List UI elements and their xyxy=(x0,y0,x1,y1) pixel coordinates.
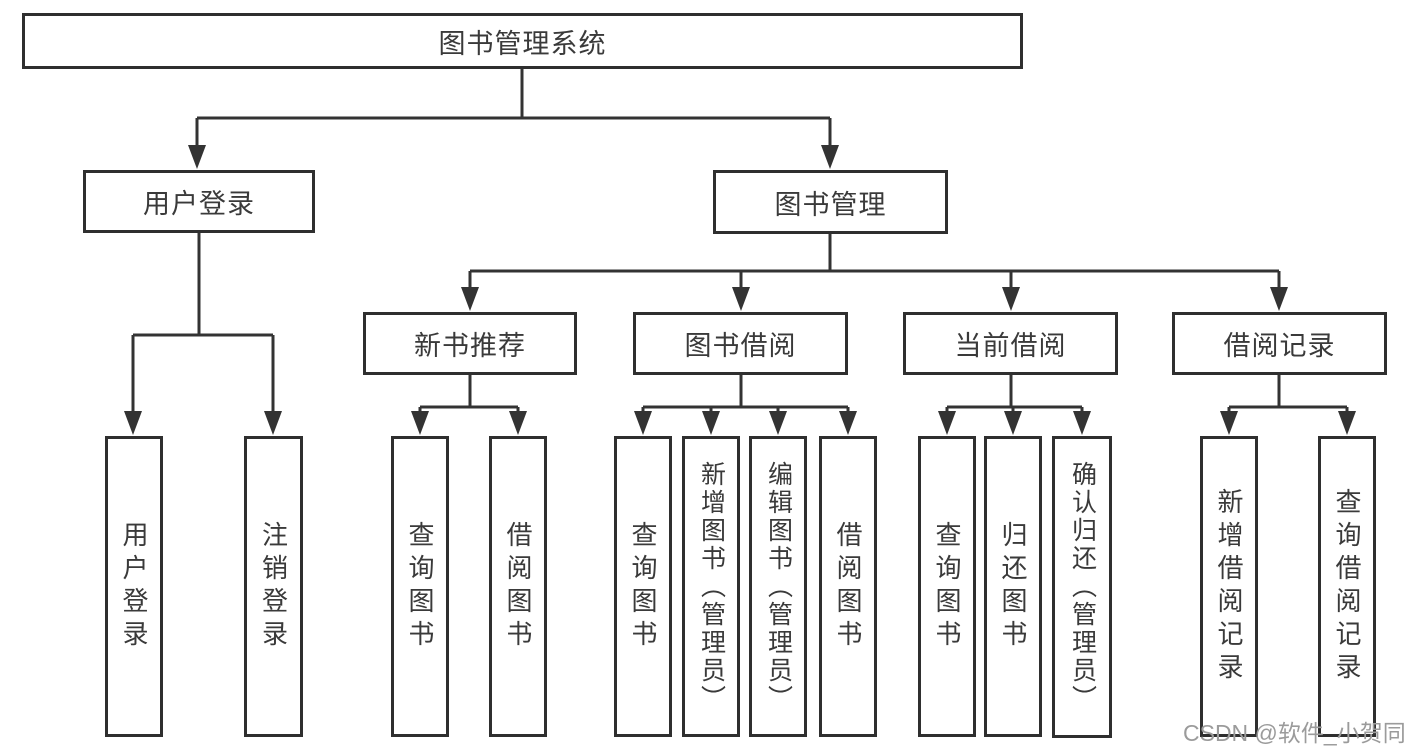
node-label: 查询图书 xyxy=(932,520,962,653)
leaf-user-login: 用户登录 xyxy=(105,436,163,737)
leaf-edit-book-admin: 编辑图书（管理员） xyxy=(749,436,807,737)
node-label: 查询借阅记录 xyxy=(1332,487,1362,686)
node-label: 图书借阅 xyxy=(684,331,797,361)
node-new-book-recommend: 新书推荐 xyxy=(363,312,577,375)
node-label: 借阅记录 xyxy=(1223,331,1336,361)
node-label: 借阅图书 xyxy=(503,520,533,653)
leaf-logout: 注销登录 xyxy=(244,436,303,737)
node-label: 编辑图书（管理员） xyxy=(764,460,793,713)
node-label: 确认归还（管理员） xyxy=(1068,461,1097,713)
node-label: 借阅图书 xyxy=(833,520,863,653)
leaf-add-borrow-record: 新增借阅记录 xyxy=(1200,436,1258,737)
leaf-query-books-borrow: 查询图书 xyxy=(614,436,672,737)
node-label: 查询图书 xyxy=(405,520,435,653)
leaf-confirm-return-admin: 确认归还（管理员） xyxy=(1052,436,1112,738)
node-label: 注销登录 xyxy=(258,520,289,653)
leaf-add-book-admin: 新增图书（管理员） xyxy=(682,436,740,737)
node-user-login: 用户登录 xyxy=(83,170,315,233)
leaf-query-books-current: 查询图书 xyxy=(918,436,976,737)
node-book-management: 图书管理 xyxy=(713,170,948,234)
node-current-borrow: 当前借阅 xyxy=(903,312,1118,375)
leaf-borrow-books-recommend: 借阅图书 xyxy=(489,436,547,737)
node-borrow-records: 借阅记录 xyxy=(1172,312,1387,375)
leaf-borrow-book: 借阅图书 xyxy=(819,436,877,737)
node-label: 新增图书（管理员） xyxy=(697,460,726,713)
node-label: 当前借阅 xyxy=(954,331,1067,361)
node-book-borrow: 图书借阅 xyxy=(633,312,848,375)
node-label: 图书管理 xyxy=(774,189,887,220)
leaf-query-books-recommend: 查询图书 xyxy=(391,436,449,737)
node-label: 归还图书 xyxy=(998,520,1028,653)
node-label: 新增借阅记录 xyxy=(1214,487,1244,686)
leaf-query-borrow-record: 查询借阅记录 xyxy=(1318,436,1376,737)
csdn-watermark: CSDN @软件_小贺同学 xyxy=(1183,720,1405,746)
node-label: 新书推荐 xyxy=(414,331,526,361)
node-label: 查询图书 xyxy=(628,520,658,653)
node-label: 用户登录 xyxy=(119,520,149,653)
node-root-system: 图书管理系统 xyxy=(22,13,1023,69)
node-label: 用户登录 xyxy=(143,189,255,219)
leaf-return-book: 归还图书 xyxy=(984,436,1042,737)
node-label: 图书管理系统 xyxy=(438,28,607,59)
